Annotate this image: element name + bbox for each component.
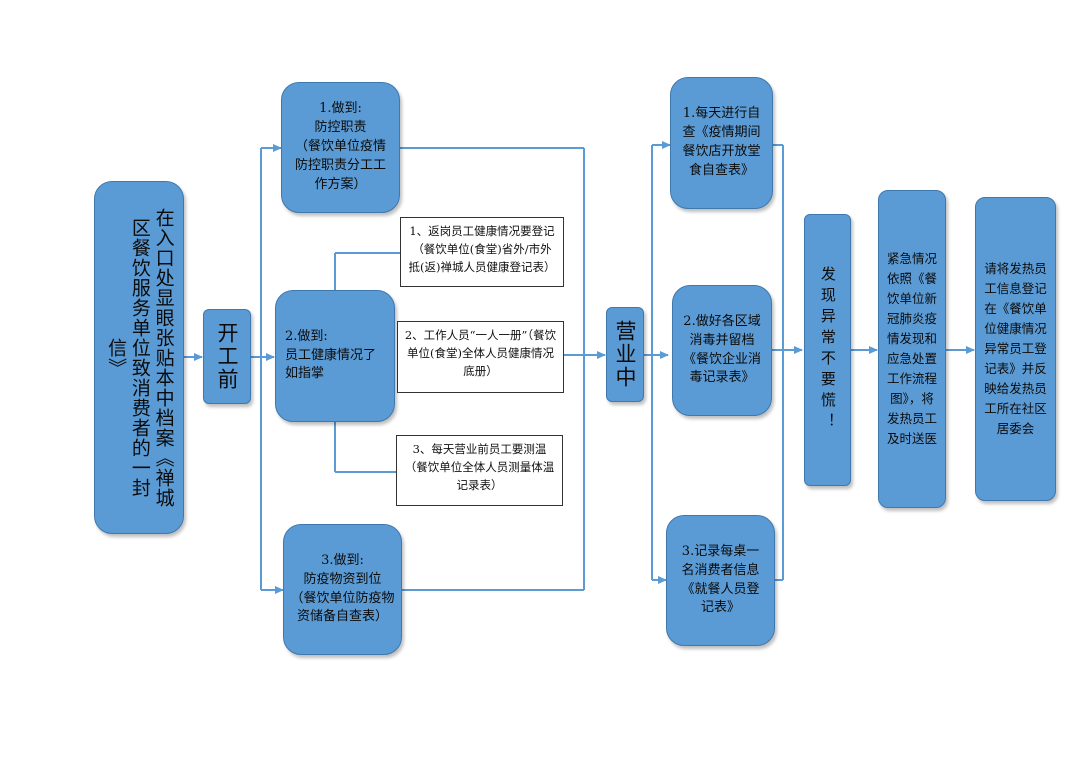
check-box: 1.每天进行自查《疫情期间餐饮店开放堂食自查表》: [670, 77, 773, 209]
health-box: 2.做到: 员工健康情况了如指掌: [275, 290, 395, 422]
duty-box-text: 1.做到: 防控职责 （餐饮单位疫情防控职责分工工作方案）: [294, 101, 386, 192]
emergency-box-text: 紧急情况依照《餐饮单位新冠肺炎疫情发现和应急处置工作流程图》，将发热员工及时送医: [886, 251, 937, 446]
in-business-box: 营业中: [606, 307, 644, 402]
disinfect-box-text: 2.做好各区域消毒并留档《餐饮企业消毒记录表》: [682, 313, 761, 386]
note-health-file: 2、工作人员“一人一册”（餐饮单位(食堂)全体人员健康情况底册）: [397, 321, 564, 393]
letter-box: 在入口处显眼张贴本中档案《禅城区餐饮服务单位致消费者的一封信》: [94, 181, 184, 534]
record-box: 3.记录每桌一名消费者信息《就餐人员登记表》: [666, 515, 775, 646]
in-business-label: 营业中: [613, 320, 637, 389]
disinfect-box: 2.做好各区域消毒并留档《餐饮企业消毒记录表》: [672, 285, 772, 416]
report-box-text: 请将发热员工信息登记在《餐饮单位健康情况异常员工登记表》并反映给发热员工所在社区…: [984, 261, 1047, 436]
report-box: 请将发热员工信息登记在《餐饮单位健康情况异常员工登记表》并反映给发热员工所在社区…: [975, 197, 1056, 501]
before-work-box: 开工前: [203, 309, 251, 404]
health-box-text: 2.做到: 员工健康情况了如指掌: [285, 328, 377, 382]
duty-box: 1.做到: 防控职责 （餐饮单位疫情防控职责分工工作方案）: [281, 82, 400, 213]
check-box-text: 1.每天进行自查《疫情期间餐饮店开放堂食自查表》: [682, 106, 761, 178]
supplies-box: 3.做到: 防疫物资到位 （餐饮单位防疫物资储备自查表）: [283, 524, 402, 655]
note-temperature: 3、每天营业前员工要测温 （餐饮单位全体人员测量体温记录表）: [396, 435, 563, 506]
letter-box-text: 在入口处显眼张贴本中档案《禅城区餐饮服务单位致消费者的一封信》: [105, 207, 175, 508]
supplies-box-text: 3.做到: 防疫物资到位 （餐饮单位防疫物资储备自查表）: [290, 552, 395, 625]
before-work-label: 开工前: [215, 322, 239, 391]
emergency-box: 紧急情况依照《餐饮单位新冠肺炎疫情发现和应急处置工作流程图》，将发热员工及时送医: [878, 190, 946, 508]
abnormal-box: 发现异常不要慌！: [804, 214, 851, 486]
abnormal-box-text: 发现异常不要慌！: [818, 266, 837, 434]
note-health-register: 1、返岗员工健康情况要登记 （餐饮单位(食堂)省外/市外抵(返)禅城人员健康登记…: [400, 217, 564, 287]
record-box-text: 3.记录每桌一名消费者信息《就餐人员登记表》: [681, 543, 760, 616]
